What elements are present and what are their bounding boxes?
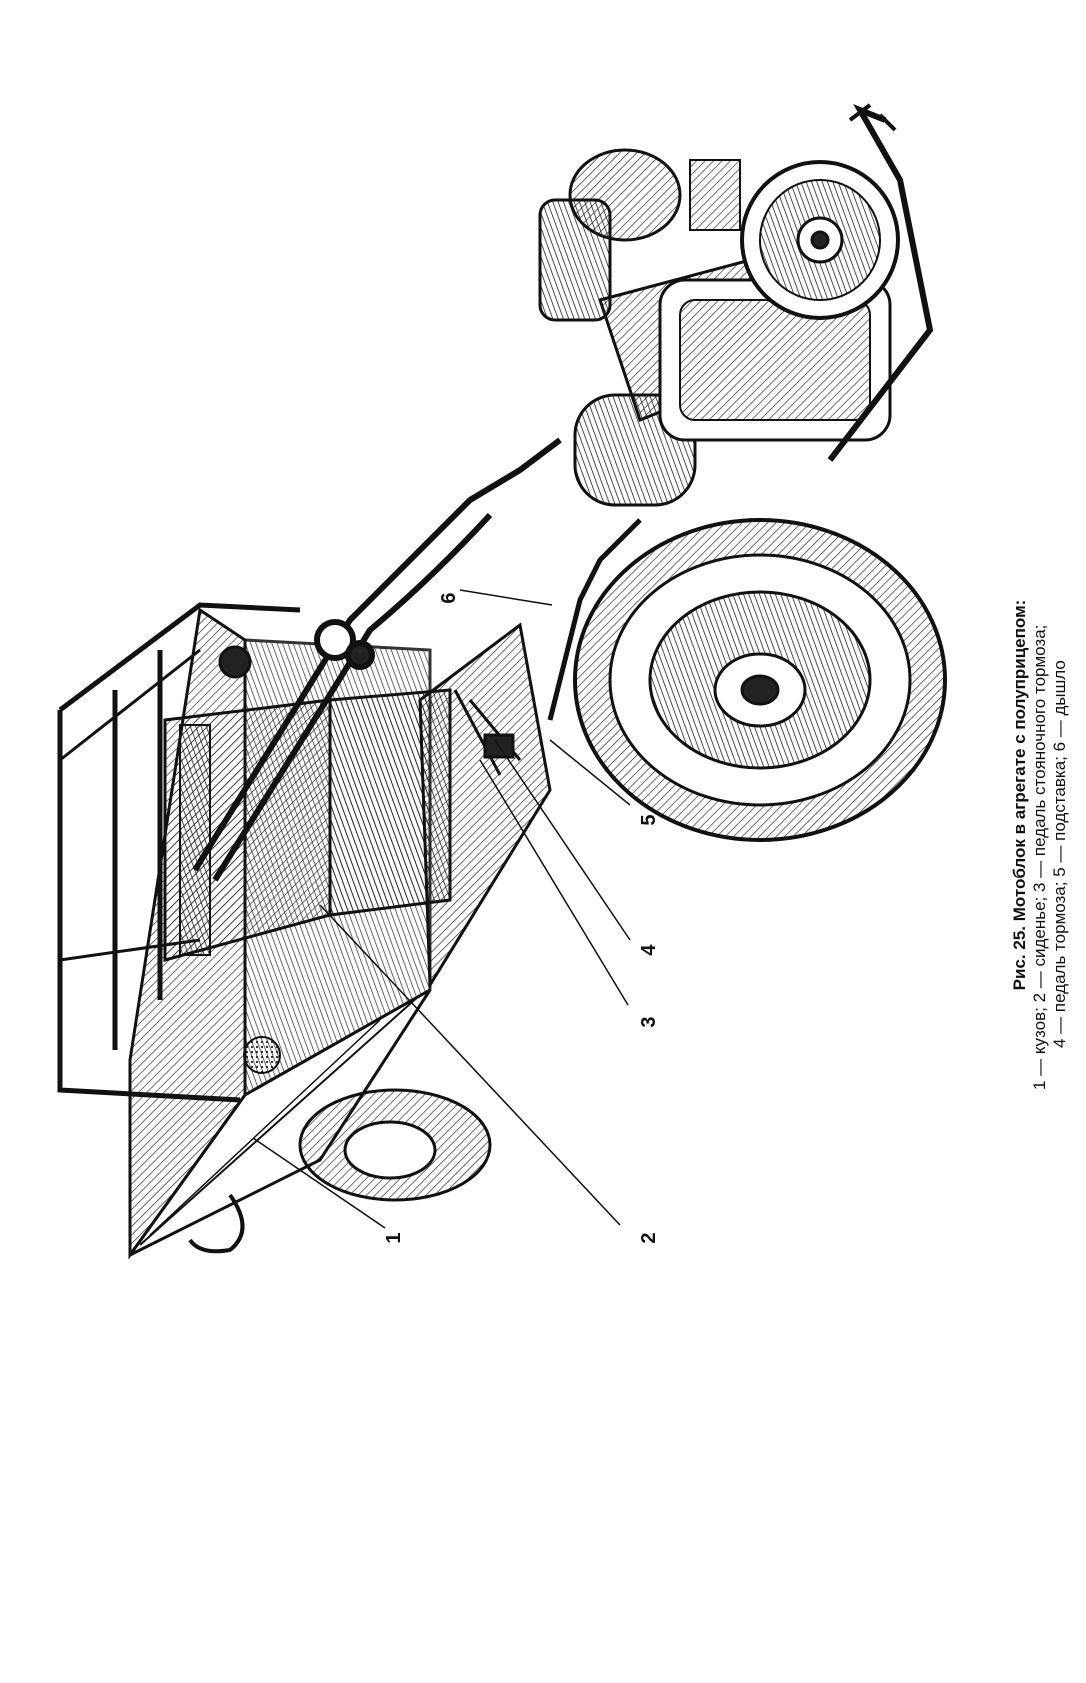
callout-1: 1 (383, 1232, 405, 1243)
caption-title: Рис. 25. Мотоблок в агрегате с полуприце… (1010, 599, 1029, 991)
callout-lines (252, 589, 631, 1229)
guard-rail (57, 602, 301, 1103)
caption-legend-line-2: 4 — педаль тормоза; 5 — подставка; 6 — д… (1050, 660, 1069, 1048)
callout-4: 4 (638, 944, 660, 956)
caption-legend-line-1: 1 — кузов; 2 — сиденье; 3 — педаль стоян… (1030, 624, 1049, 1090)
drawbar (192, 437, 562, 882)
motoblock (192, 103, 947, 882)
engine (538, 148, 900, 507)
trailer-hitch (188, 1193, 245, 1254)
drive-wheel (573, 518, 947, 842)
callout-3: 3 (638, 1016, 660, 1027)
semi-trailer (57, 602, 552, 1260)
front-frame (827, 104, 934, 462)
figure-caption: Рис. 25. Мотоблок в агрегате с полуприце… (1010, 500, 1070, 1090)
callout-5: 5 (638, 814, 660, 825)
hitch-frame (547, 518, 642, 721)
trailer-wheel (298, 1088, 492, 1202)
callout-6: 6 (438, 592, 460, 603)
footboard (418, 622, 552, 991)
callout-2: 2 (638, 1232, 660, 1243)
